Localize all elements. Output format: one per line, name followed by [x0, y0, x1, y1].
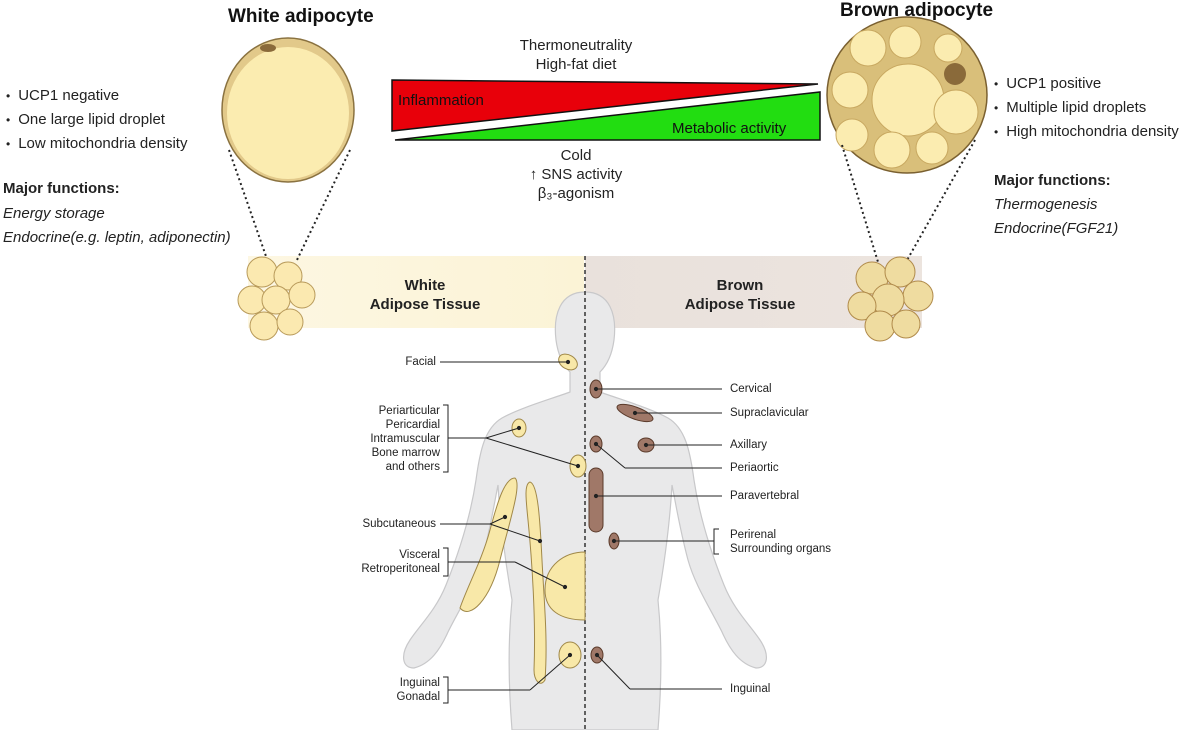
top-conditions: Thermoneutrality High-fat diet	[476, 36, 676, 74]
label-visceral-line: Visceral	[399, 549, 440, 561]
brown-adipocyte-cell	[826, 16, 988, 174]
white-adipocyte-cell	[221, 37, 355, 183]
brown-tissue-line: Brown	[716, 277, 764, 294]
brown-bullet: Multiple lipid droplets	[994, 96, 1179, 120]
brown-tissue-line: Adipose Tissue	[684, 296, 796, 313]
right-leader-lines	[593, 386, 722, 690]
label-and-others: and others	[385, 461, 440, 473]
label-supraclavicular: Supraclavicular	[730, 407, 809, 419]
white-tissue-cluster	[237, 256, 316, 341]
zoom-line-white-right	[295, 149, 351, 263]
white-major-functions-label: Major functions:	[3, 180, 120, 197]
brown-tissue-cluster	[847, 256, 934, 342]
label-retroperitoneal: Retroperitoneal	[361, 563, 440, 575]
metabolic-label: Metabolic activity	[672, 120, 787, 137]
label-inguinal-line: Inguinal	[399, 677, 440, 689]
white-bullet: One large lipid droplet	[6, 108, 187, 132]
label-surrounding-organs: Surrounding organs	[730, 543, 832, 555]
condition-thermoneutrality: Thermoneutrality	[519, 37, 633, 54]
condition-sns: ↑ SNS activity	[529, 166, 623, 183]
brown-tissue-label: Brown Adipose Tissue	[645, 276, 835, 314]
label-perirenal-line: Perirenal	[730, 529, 777, 541]
white-adipocyte-title: White adipocyte	[228, 6, 374, 27]
label-gonadal: Gonadal	[396, 691, 440, 703]
white-function: Endocrine(e.g. leptin, adiponectin)	[3, 229, 231, 246]
white-bullet: UCP1 negative	[6, 84, 187, 108]
condition-high-fat-diet: High-fat diet	[535, 56, 617, 73]
white-tissue-line: White	[404, 277, 446, 294]
brown-function: Endocrine(FGF21)	[994, 220, 1119, 237]
label-paravertebral: Paravertebral	[730, 490, 800, 502]
zoom-line-brown-right	[905, 139, 976, 263]
label-perirenal: Perirenal Surrounding organs	[730, 528, 831, 556]
label-facial: Facial	[405, 356, 436, 368]
brown-bullet: High mitochondria density	[994, 120, 1179, 144]
white-function: Energy storage	[3, 205, 105, 222]
label-subcutaneous: Subcutaneous	[362, 518, 436, 530]
brown-adipocyte-title: Brown adipocyte	[840, 0, 994, 21]
label-group1: Periarticular Pericardial Intramuscular …	[340, 404, 440, 474]
label-axillary: Axillary	[730, 439, 768, 451]
label-pericardial: Pericardial	[385, 419, 440, 431]
white-bullet: Low mitochondria density	[6, 132, 187, 156]
label-periaortic: Periaortic	[730, 462, 779, 474]
label-visceral: Visceral Retroperitoneal	[330, 548, 440, 576]
label-periarticular: Periarticular	[378, 405, 440, 417]
metabolic-wedge	[394, 91, 821, 141]
zoom-line-brown-left	[841, 144, 879, 263]
inflammation-wedge	[391, 79, 819, 132]
brown-bullet: UCP1 positive	[994, 72, 1179, 96]
white-adipocyte-bullets: UCP1 negative One large lipid droplet Lo…	[6, 84, 187, 156]
white-tissue-line: Adipose Tissue	[369, 296, 481, 313]
inflammation-label: Inflammation	[398, 92, 484, 109]
condition-beta3: β₃-agonism	[537, 185, 615, 202]
brown-adipocyte-bullets: UCP1 positive Multiple lipid droplets Hi…	[994, 72, 1179, 144]
left-leader-lines	[440, 359, 581, 704]
label-inguinal-right: Inguinal	[730, 683, 771, 695]
label-inguinal-left: Inguinal Gonadal	[360, 676, 440, 704]
white-tissue-label: White Adipose Tissue	[330, 276, 520, 314]
brown-function: Thermogenesis	[994, 196, 1098, 213]
bottom-conditions: Cold ↑ SNS activity β₃-agonism	[476, 146, 676, 203]
label-intramuscular: Intramuscular	[370, 433, 440, 445]
brown-major-functions-label: Major functions:	[994, 172, 1111, 189]
label-bone-marrow: Bone marrow	[371, 447, 440, 459]
condition-cold: Cold	[560, 147, 592, 164]
label-cervical: Cervical	[730, 383, 772, 395]
